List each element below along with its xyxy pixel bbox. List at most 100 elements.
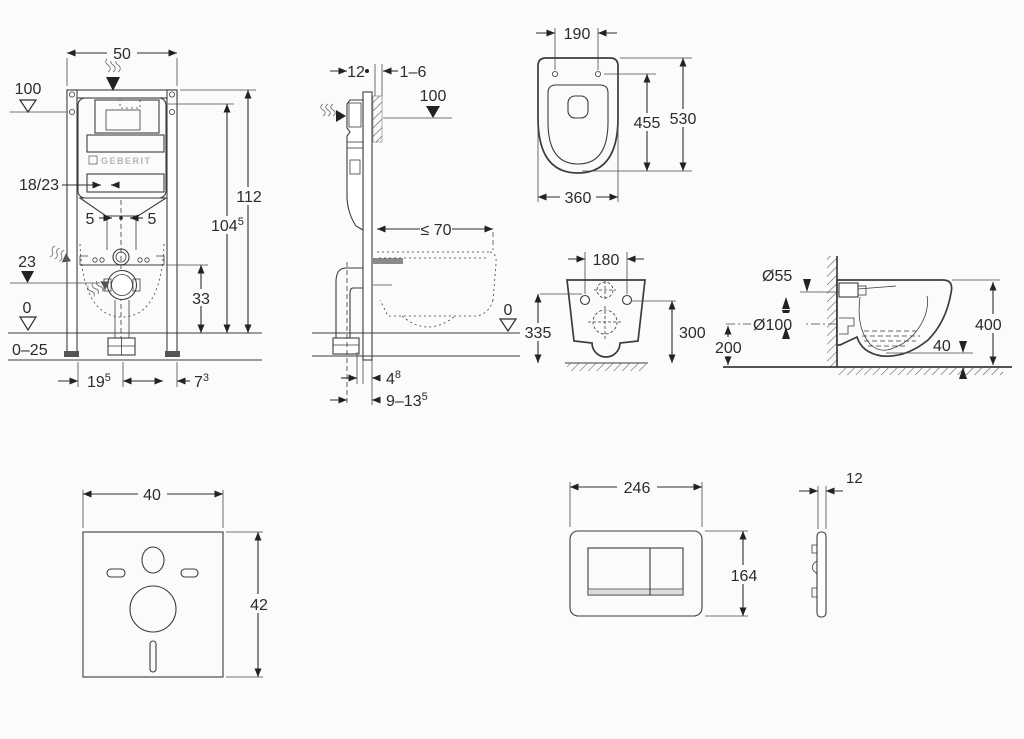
dim-floor-zero-side: 0: [504, 302, 513, 319]
dim-left-span: 195: [87, 372, 111, 391]
mat-slot-right: [180, 568, 199, 578]
plate-hook-top: [811, 544, 817, 554]
bowl-side-outline: [836, 279, 953, 358]
bowl-side-view: Ø55 Ø100 200 400 40: [713, 256, 1013, 379]
dim-supply-height-side: 100: [420, 88, 447, 105]
ground-hatch-front: [567, 363, 646, 371]
water-level-lines: [862, 330, 920, 347]
arrow-inlet: [803, 279, 811, 292]
water-supply-icon-side: [320, 103, 336, 117]
dim-mat-height: 42: [250, 597, 268, 614]
flush-unit-window: [94, 99, 160, 134]
bowl-dashed-profile: [377, 251, 497, 328]
dim-mat-width: 40: [143, 487, 161, 504]
dim-height-1045: 1045: [211, 216, 244, 235]
dim-range-9135: 9–135: [386, 391, 428, 410]
dim-offset-48: 48: [386, 369, 401, 388]
supply-arrow-side: [336, 110, 346, 122]
frame-left-rail: [66, 89, 78, 356]
dim-right-span: 73: [194, 372, 209, 391]
frame-right-rail: [166, 89, 178, 356]
dim-outlet-dia: Ø100: [753, 317, 792, 334]
level-arrow-100: [426, 106, 440, 118]
dim-inlet-dia: Ø55: [762, 268, 792, 285]
dim-bowl-width: 360: [565, 190, 592, 207]
elbow-base: [332, 337, 360, 355]
dim-drain-to-floor: 33: [192, 291, 210, 308]
mat-slot-left: [106, 568, 126, 578]
outlet-steps: [839, 317, 855, 335]
plate-hook-bottom: [811, 587, 817, 598]
mounting-stud: [373, 258, 403, 264]
dim-supply-height: 100: [15, 81, 42, 98]
bowl-front-outline: [566, 279, 646, 358]
mount-hole-right: [595, 71, 602, 78]
left-foot: [64, 351, 79, 357]
dim-bolt-spacing: 18/23: [19, 177, 59, 194]
leader-arrow-23: [21, 271, 34, 283]
dim-max-offset: ≤ 70: [420, 222, 451, 239]
bowl-top-outline: [537, 57, 619, 174]
level-marker-100: [18, 99, 38, 114]
cistern-side-profile: [346, 99, 364, 231]
plate-hook-middle: [812, 560, 818, 575]
mat-drain-hole: [129, 585, 177, 633]
drain-elbow: [335, 267, 363, 338]
cistern-body: [77, 97, 167, 199]
plate-buttons-frame: [587, 547, 684, 596]
flush-plate-front-view: 246 164: [569, 478, 763, 617]
seat-outline: [547, 84, 609, 165]
supply-arrow: [106, 77, 120, 91]
bowl-front-view: 180 335 300: [520, 252, 706, 371]
plate-button-shadow: [587, 588, 684, 596]
dim-height-right: 300: [679, 325, 706, 342]
plate-side-profile: [816, 531, 827, 618]
dim-plate-height: 164: [731, 568, 758, 585]
geberit-logo-mark: [88, 155, 98, 165]
dim-floor-zero: 0: [23, 300, 32, 317]
mount-hole-front-left: [579, 294, 591, 306]
mount-hole-front-right: [621, 294, 633, 306]
bowl-top-view: 190 455 530 360: [536, 26, 701, 207]
dim-total-height: 112: [236, 189, 262, 206]
mat-inlet-hole: [141, 546, 165, 574]
geberit-logo: GEBERIT: [101, 156, 152, 166]
floor-hatch: [838, 367, 1003, 375]
inlet-box: [838, 282, 859, 298]
mount-hole-left: [552, 71, 559, 78]
inner-bowl-curve: [858, 295, 929, 351]
dim-five-right: 5: [148, 211, 157, 228]
dim-outlet-height: 200: [715, 340, 742, 357]
level-marker-0-side: [498, 318, 518, 333]
arrow-40-bottom: [959, 367, 967, 379]
arrow-span-up: [782, 297, 790, 309]
flush-plate-side-view: 12: [799, 470, 863, 618]
level-marker-0: [18, 316, 38, 332]
dim-drain-height: 23: [18, 254, 36, 271]
dim-plate-thickness: 12: [846, 470, 863, 487]
mat-outline: [82, 531, 224, 678]
dim-hole-spacing-top: 190: [564, 26, 591, 43]
plate-outline: [569, 530, 703, 617]
dim-seat-depth: 455: [634, 115, 661, 132]
arrow-40-top: [959, 341, 967, 353]
dim-five-left: 5: [86, 211, 95, 228]
right-foot: [165, 351, 180, 357]
frame-rail-side: [362, 91, 373, 361]
drain-circle-dashed: [588, 306, 622, 340]
frame-front-view: GEBERIT: [8, 44, 263, 391]
inlet-circle-dashed: [594, 281, 616, 299]
frame-top-bar: [66, 89, 178, 99]
dim-height-left: 335: [525, 325, 552, 342]
dim-plate-width: 246: [624, 480, 651, 497]
dim-total-depth-side: 400: [975, 317, 1002, 334]
dim-bottom-clearance: 40: [933, 338, 951, 355]
finished-wall-section: [372, 95, 383, 143]
mat-slot-bottom: [149, 640, 157, 673]
dim-frame-width: 50: [113, 46, 131, 63]
arrow-outlet-up: [782, 327, 790, 339]
dim-total-depth-top: 530: [670, 111, 697, 128]
flush-opening: [567, 95, 589, 119]
